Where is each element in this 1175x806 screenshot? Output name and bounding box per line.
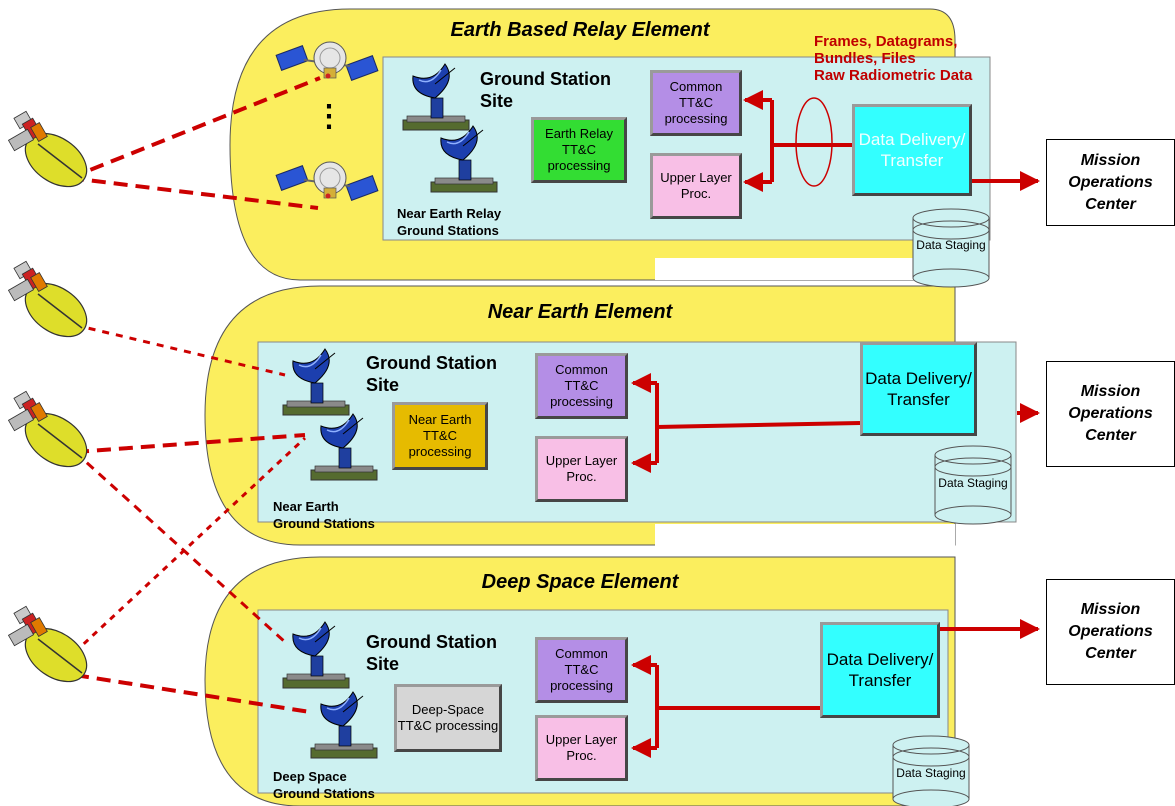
relay-data-type-3: Raw Radiometric Data xyxy=(814,67,973,84)
earth-relay-ttc-box: Earth Relay TT&C processing xyxy=(531,117,627,183)
deep-space-mission-operations-center: Mission Operations Center xyxy=(1046,579,1175,685)
relay-common-ttc-box: Common TT&C processing xyxy=(650,70,742,136)
deep-space-element-title: Deep Space Element xyxy=(481,571,679,593)
near-earth-data-delivery-box: Data Delivery/ Transfer xyxy=(860,342,977,436)
data-staging-cylinder-icon xyxy=(892,735,970,806)
relay-data-staging-label: Data Staging xyxy=(916,238,986,252)
spacecraft-icon xyxy=(7,390,98,479)
data-staging-cylinder-icon xyxy=(912,208,990,288)
deep-space-ttc-box: Deep-Space TT&C processing xyxy=(394,684,502,752)
spacecraft-icon xyxy=(7,605,98,694)
rf-link xyxy=(69,176,319,210)
near-earth-data-staging-label: Data Staging xyxy=(938,476,1008,490)
deep-space-upper-layer-box: Upper Layer Proc. xyxy=(535,715,628,781)
relay-upper-layer-box: Upper Layer Proc. xyxy=(650,153,742,219)
rf-link xyxy=(69,76,321,180)
near-earth-stations-label: Near Earth Ground Stations xyxy=(273,499,375,531)
relay-stations-label: Near Earth Relay Ground Stations xyxy=(397,206,502,238)
rf-link xyxy=(74,433,306,454)
near-earth-upper-layer-box: Upper Layer Proc. xyxy=(535,436,628,502)
relay-ellipsis: ⋮ xyxy=(314,100,344,133)
relay-data-types-label: Frames, Datagrams, Bundles, Files Raw Ra… xyxy=(814,33,1024,84)
deep-space-data-staging-label: Data Staging xyxy=(896,766,966,780)
rf-link xyxy=(74,673,311,714)
data-staging-cylinder-icon xyxy=(934,445,1012,525)
near-earth-ttc-box: Near Earth TT&C processing xyxy=(392,402,488,470)
relay-data-delivery-box: Data Delivery/ Transfer xyxy=(852,104,972,196)
near-earth-common-ttc-box: Common TT&C processing xyxy=(535,353,628,419)
relay-data-type-2: Bundles, Files xyxy=(814,50,916,67)
earth-relay-element-title: Earth Based Relay Element xyxy=(450,19,710,41)
spacecraft-icon xyxy=(7,260,98,349)
spacecraft-icon xyxy=(7,110,98,199)
rf-link xyxy=(73,436,307,654)
deep-space-stations-label: Deep Space Ground Stations xyxy=(273,769,375,801)
relay-data-type-1: Frames, Datagrams, xyxy=(814,33,958,50)
deep-space-site-label: Ground Station Site xyxy=(366,632,497,674)
near-earth-site-label: Ground Station Site xyxy=(366,353,497,395)
deep-space-data-delivery-box: Data Delivery/ Transfer xyxy=(820,622,940,718)
relay-data-bundle-marker xyxy=(795,97,833,187)
near-earth-element-title: Near Earth Element xyxy=(487,301,673,323)
relay-site-label: Ground Station Site xyxy=(480,69,611,111)
near-earth-mission-operations-center: Mission Operations Center xyxy=(1046,361,1175,467)
relay-mission-operations-center: Mission Operations Center xyxy=(1046,139,1175,226)
deep-space-common-ttc-box: Common TT&C processing xyxy=(535,637,628,703)
